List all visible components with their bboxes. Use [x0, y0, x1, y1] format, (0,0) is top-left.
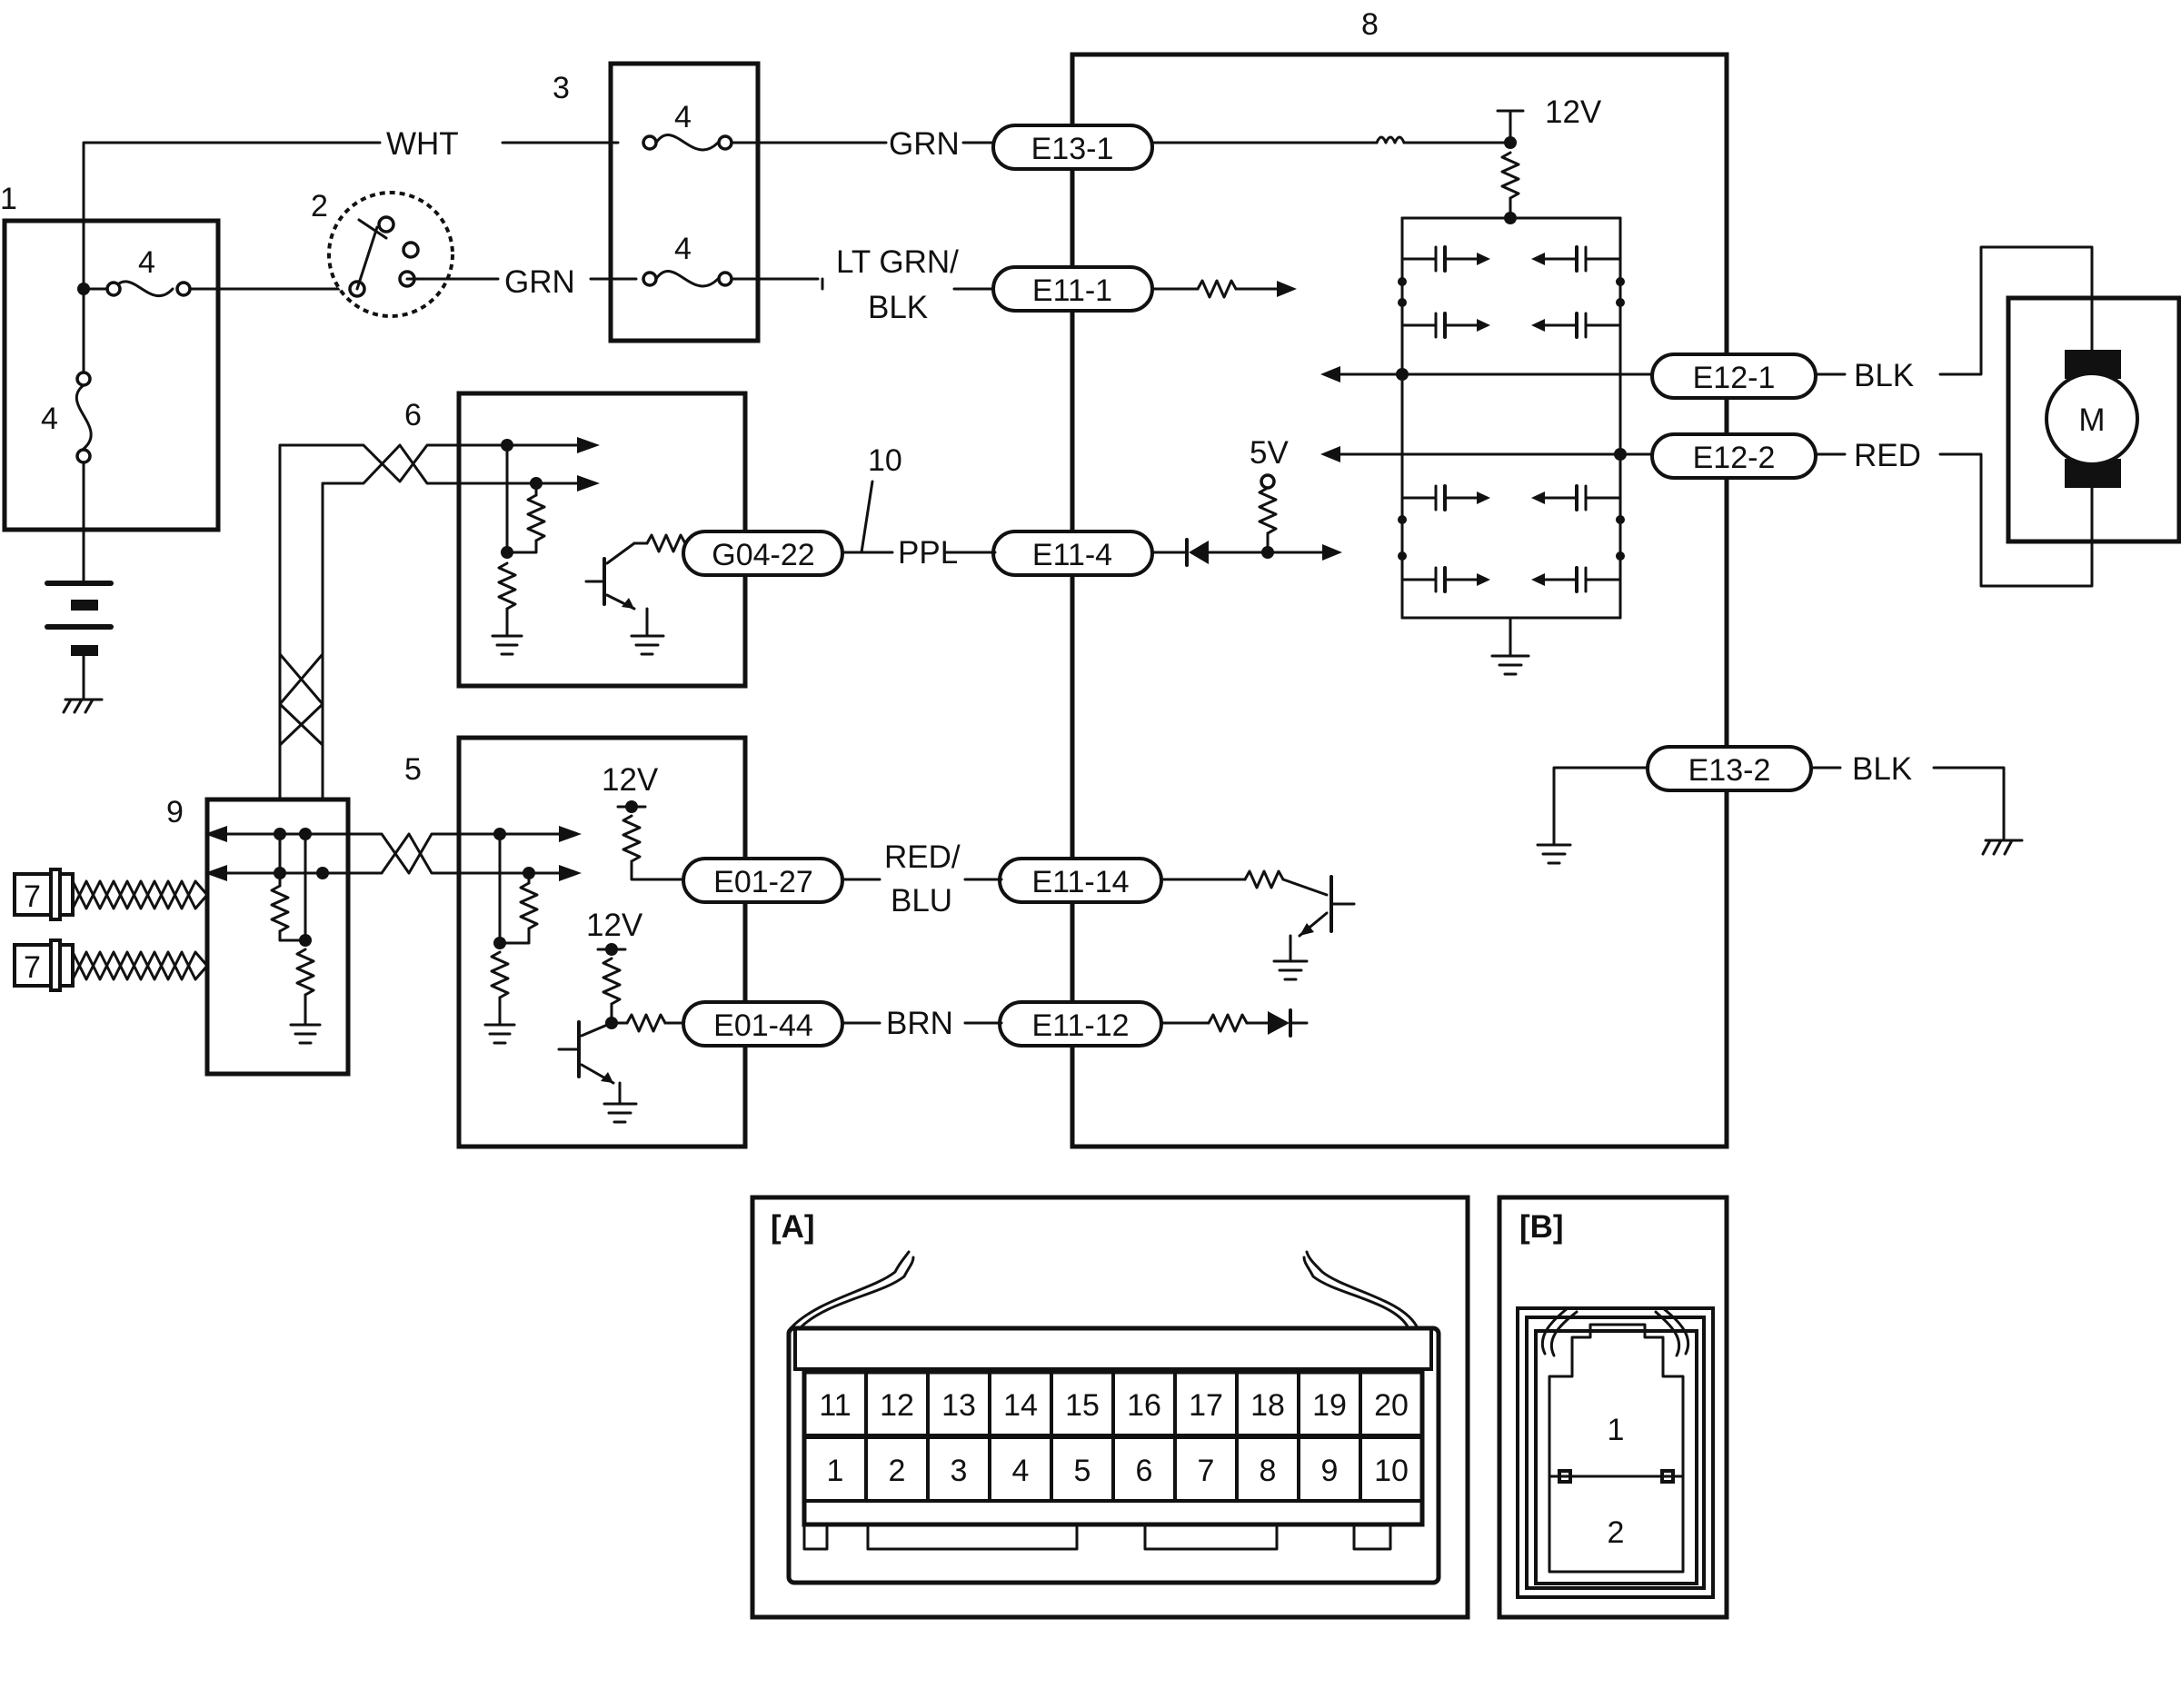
- diode-symbol: [1189, 541, 1209, 564]
- control-module-box: [1070, 52, 1729, 1149]
- pin-number-8: 8: [1260, 1454, 1277, 1488]
- fuse-box: [608, 61, 761, 343]
- connector-e12-2: E12-2: [1693, 441, 1776, 475]
- wire-label-lt-grn-2: BLK: [868, 290, 928, 325]
- pin-number-19: 19: [1312, 1388, 1347, 1423]
- view-b-pin-2: 2: [1608, 1515, 1625, 1550]
- voltage-12v-e01-27: 12V: [602, 762, 659, 798]
- sensor-7a: 7: [13, 868, 209, 921]
- callout-4-top: 4: [674, 100, 692, 134]
- connector-e11-14: E11-14: [1031, 865, 1129, 899]
- view-a-wire-right: [1305, 1250, 1419, 1330]
- callout-9: 9: [166, 795, 184, 829]
- connector-view-b-frame: [1497, 1195, 1729, 1620]
- connector-pill: [991, 124, 1154, 171]
- connector-e11-12: E11-12: [1031, 1008, 1129, 1043]
- wire-label-blk-e12-1: BLK: [1854, 358, 1914, 393]
- ignition-switch-icon: [327, 191, 454, 318]
- voltage-12v-e01-44: 12V: [586, 908, 643, 943]
- callout-4-left-h: 4: [138, 245, 155, 280]
- inductor-symbol: [1375, 135, 1406, 144]
- h-bridge: [1398, 216, 1625, 676]
- pin-number-13: 13: [941, 1388, 976, 1423]
- pin-number-3: 3: [951, 1454, 968, 1488]
- sensor-7b: 7: [13, 938, 209, 992]
- wire-label-grn-switch: GRN: [504, 264, 575, 300]
- voltage-12v-top: 12V: [1545, 94, 1602, 130]
- pin-number-6: 6: [1136, 1454, 1153, 1488]
- connector-pill: [1650, 432, 1818, 480]
- callout-2: 2: [311, 189, 328, 223]
- wire-label-blk-e13-2: BLK: [1852, 751, 1912, 787]
- connector-e11-4: E11-4: [1032, 538, 1112, 572]
- wire-label-wht: WHT: [386, 126, 459, 162]
- motor-label: M: [2078, 402, 2105, 438]
- wire-label-red-blu-1: RED/: [884, 839, 961, 875]
- callout-7a: 7: [24, 879, 41, 914]
- pin-number-20: 20: [1374, 1388, 1409, 1423]
- wire-label-ppl: PPL: [898, 535, 958, 571]
- callout-7b: 7: [24, 950, 41, 985]
- connector-e13-1: E13-1: [1031, 132, 1114, 166]
- pin-number-11: 11: [819, 1388, 851, 1423]
- pin-number-18: 18: [1250, 1388, 1285, 1423]
- callout-10: 10: [868, 443, 902, 478]
- wire-label-brn: BRN: [886, 1006, 953, 1041]
- connector-view-a-frame: [750, 1195, 1470, 1620]
- connector-g04-22: G04-22: [712, 538, 814, 572]
- view-b-label: [B]: [1519, 1209, 1564, 1245]
- wire-label-lt-grn-1: LT GRN/: [836, 244, 959, 280]
- pin-number-10: 10: [1374, 1454, 1409, 1488]
- connector-e01-27: E01-27: [713, 865, 813, 899]
- connector-e12-1: E12-1: [1693, 361, 1776, 395]
- fuse-symbol: [654, 270, 720, 288]
- pin-number-4: 4: [1012, 1454, 1030, 1488]
- fuse-symbol: [112, 280, 174, 297]
- pin-number-14: 14: [1003, 1388, 1038, 1423]
- wht-wire: [82, 141, 382, 291]
- callout-3: 3: [553, 71, 570, 105]
- wire-label-red-e12-2: RED: [1854, 438, 1921, 473]
- wire-label-grn-top: GRN: [889, 126, 960, 162]
- view-a-label: [A]: [771, 1209, 815, 1245]
- view-a-wire-left: [789, 1250, 911, 1330]
- connector-b-housing: [1516, 1306, 1715, 1599]
- module-9-box: [204, 797, 351, 1077]
- fuse-symbol: [654, 134, 720, 152]
- pin-number-2: 2: [889, 1454, 906, 1488]
- connector-pill: [1650, 353, 1818, 400]
- callout-6: 6: [404, 398, 422, 432]
- module-5-box: [456, 735, 748, 1149]
- fuse-symbol: [75, 383, 93, 451]
- resistor-symbol: [1500, 151, 1520, 200]
- pin-number-1: 1: [827, 1454, 844, 1488]
- connector-e11-1: E11-1: [1032, 273, 1112, 308]
- pin-number-7: 7: [1198, 1454, 1215, 1488]
- callout-1: 1: [0, 182, 17, 216]
- pin-number-15: 15: [1065, 1388, 1100, 1423]
- pin-number-17: 17: [1189, 1388, 1223, 1423]
- connector-e01-44: E01-44: [713, 1008, 813, 1043]
- motor-box: [2006, 295, 2181, 544]
- pin-cell: [1359, 1435, 1424, 1503]
- pin-number-12: 12: [880, 1388, 914, 1423]
- callout-4-left-v: 4: [41, 402, 58, 436]
- pin-number-9: 9: [1321, 1454, 1339, 1488]
- pin-number-16: 16: [1127, 1388, 1161, 1423]
- callout-4-mid: 4: [674, 232, 692, 266]
- callout-8: 8: [1361, 7, 1379, 42]
- pin-number-5: 5: [1074, 1454, 1091, 1488]
- wire-label-red-blu-2: BLU: [891, 883, 952, 919]
- callout-5: 5: [404, 752, 422, 787]
- voltage-5v: 5V: [1250, 435, 1289, 471]
- fuse-block-box: [2, 218, 221, 532]
- connector-e13-2: E13-2: [1688, 753, 1771, 788]
- view-b-pin-1: 1: [1608, 1413, 1625, 1447]
- motor-icon: [2045, 372, 2139, 466]
